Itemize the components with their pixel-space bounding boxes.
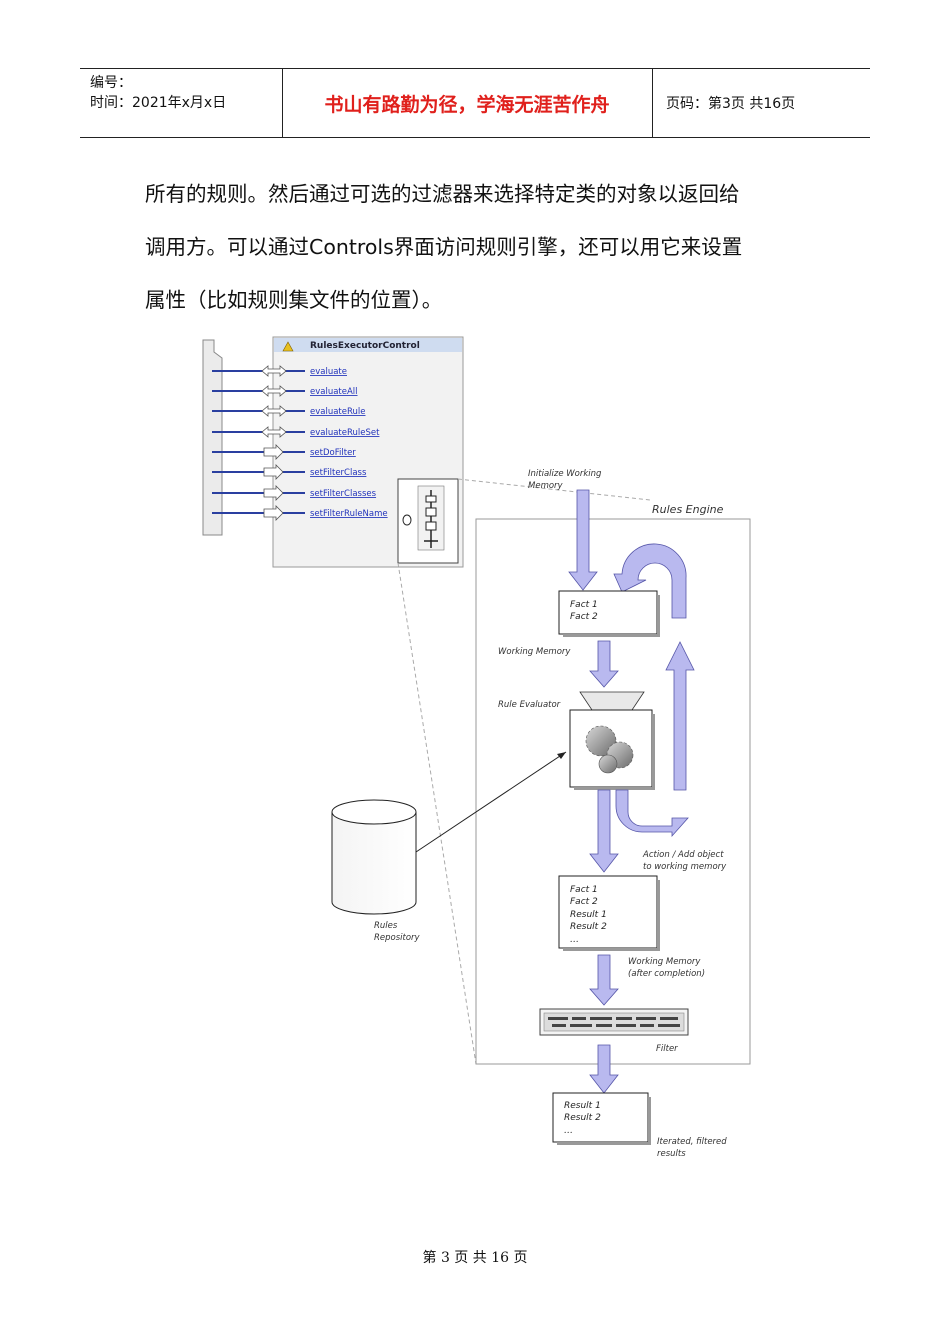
flow-arrow xyxy=(589,789,619,873)
iterated-label: results xyxy=(657,1149,686,1159)
working-memory-label: Working Memory xyxy=(498,647,571,657)
zoom-lines xyxy=(397,478,651,1065)
flow-arrow xyxy=(589,954,619,1006)
flow-thumbnail xyxy=(397,478,459,564)
svg-text:Fact 2: Fact 2 xyxy=(570,612,598,622)
method-link: evaluate xyxy=(310,367,347,377)
fact-box: Fact 1 Fact 2 Result 1 Result 2 … xyxy=(558,875,660,951)
gears-icon xyxy=(585,725,634,774)
control-title-bar xyxy=(274,338,462,352)
method-row[interactable]: setFilterRuleName xyxy=(212,505,388,521)
header-motto: 书山有路勤为径，学海无涯苦作舟 xyxy=(324,93,610,116)
paragraph-line: 属性（比如规则集文件的位置）。 xyxy=(145,288,443,312)
connector-arrowhead xyxy=(557,752,566,759)
svg-text:Fact 2: Fact 2 xyxy=(570,897,598,907)
return-arrow xyxy=(665,641,695,791)
fact-box: Fact 1 Fact 2 xyxy=(558,590,660,637)
svg-text:Fact 1: Fact 1 xyxy=(570,600,598,610)
svg-text:…: … xyxy=(570,935,579,945)
method-row[interactable]: setFilterClasses xyxy=(212,485,377,501)
repository-label: Rules xyxy=(374,921,398,931)
method-link: setDoFilter xyxy=(310,448,356,458)
action-arrow xyxy=(615,789,689,838)
method-link: setFilterClasses xyxy=(310,489,377,499)
wm-after-label: (after completion) xyxy=(628,969,705,979)
action-label: to working memory xyxy=(643,862,727,872)
init-label: Initialize Working xyxy=(528,469,602,479)
header-divider xyxy=(282,69,283,137)
paragraph-line: 调用方。可以通过Controls界面访问规则引擎，还可以用它来设置 xyxy=(145,235,743,259)
method-row[interactable]: evaluateRule xyxy=(212,405,366,417)
header-number: 编号： xyxy=(90,75,132,91)
method-link: evaluateAll xyxy=(310,387,358,397)
filter-icon xyxy=(539,1008,689,1036)
method-row[interactable]: evaluate xyxy=(212,365,347,377)
svg-text:Fact 1: Fact 1 xyxy=(570,885,598,895)
client-shape xyxy=(202,339,223,536)
svg-text:Result 2: Result 2 xyxy=(570,922,607,932)
method-list: evaluate evaluateAll evaluateRule evalua… xyxy=(212,365,388,521)
repository-connector xyxy=(415,751,567,853)
body-paragraph: 所有的规则。然后通过可选的过滤器来选择特定类的对象以返回给 调用方。可以通过Co… xyxy=(145,168,825,327)
wm-after-label: Working Memory xyxy=(628,957,701,967)
engine-title: Rules Engine xyxy=(652,503,724,516)
iterated-label: Iterated, filtered xyxy=(657,1137,727,1147)
header-page: 页码：第3页 共16页 xyxy=(666,96,796,112)
init-arrow xyxy=(568,489,598,591)
svg-text:Result 1: Result 1 xyxy=(564,1101,601,1111)
method-link: evaluateRuleSet xyxy=(310,428,380,438)
control-title: RulesExecutorControl xyxy=(310,341,420,351)
method-row[interactable]: evaluateRuleSet xyxy=(212,426,380,438)
method-row[interactable]: setFilterClass xyxy=(212,464,367,480)
flow-arrow xyxy=(589,640,619,688)
repository-label: Repository xyxy=(374,933,421,943)
rules-repository-cylinder xyxy=(331,799,417,915)
flow-arrow xyxy=(589,1044,619,1094)
paragraph-line: 所有的规则。然后通过可选的过滤器来选择特定类的对象以返回给 xyxy=(145,182,740,206)
action-label: Action / Add object xyxy=(642,850,724,860)
filter-label: Filter xyxy=(656,1044,678,1054)
page-header: 编号： 时间：2021年x月x日 书山有路勤为径，学海无涯苦作舟 页码：第3页 … xyxy=(80,68,870,138)
svg-text:…: … xyxy=(564,1126,573,1136)
control-warning-icon xyxy=(282,341,294,352)
method-link: evaluateRule xyxy=(310,407,366,417)
method-row[interactable]: setDoFilter xyxy=(212,444,356,460)
method-link: setFilterRuleName xyxy=(310,509,388,519)
header-meta: 编号： 时间：2021年x月x日 xyxy=(90,73,226,113)
loop-arrow xyxy=(613,543,687,619)
result-box: Result 1 Result 2 … xyxy=(552,1092,651,1145)
header-date: 时间：2021年x月x日 xyxy=(90,95,227,111)
header-divider xyxy=(652,69,653,137)
method-link: setFilterClass xyxy=(310,468,367,478)
method-row[interactable]: evaluateAll xyxy=(212,385,358,397)
svg-text:Result 1: Result 1 xyxy=(570,910,607,920)
rule-evaluator-label: Rule Evaluator xyxy=(498,700,561,710)
svg-text:Result 2: Result 2 xyxy=(564,1113,601,1123)
page-footer: 第 3 页 共 16 页 xyxy=(422,1250,528,1266)
init-label: Memory xyxy=(528,481,564,491)
